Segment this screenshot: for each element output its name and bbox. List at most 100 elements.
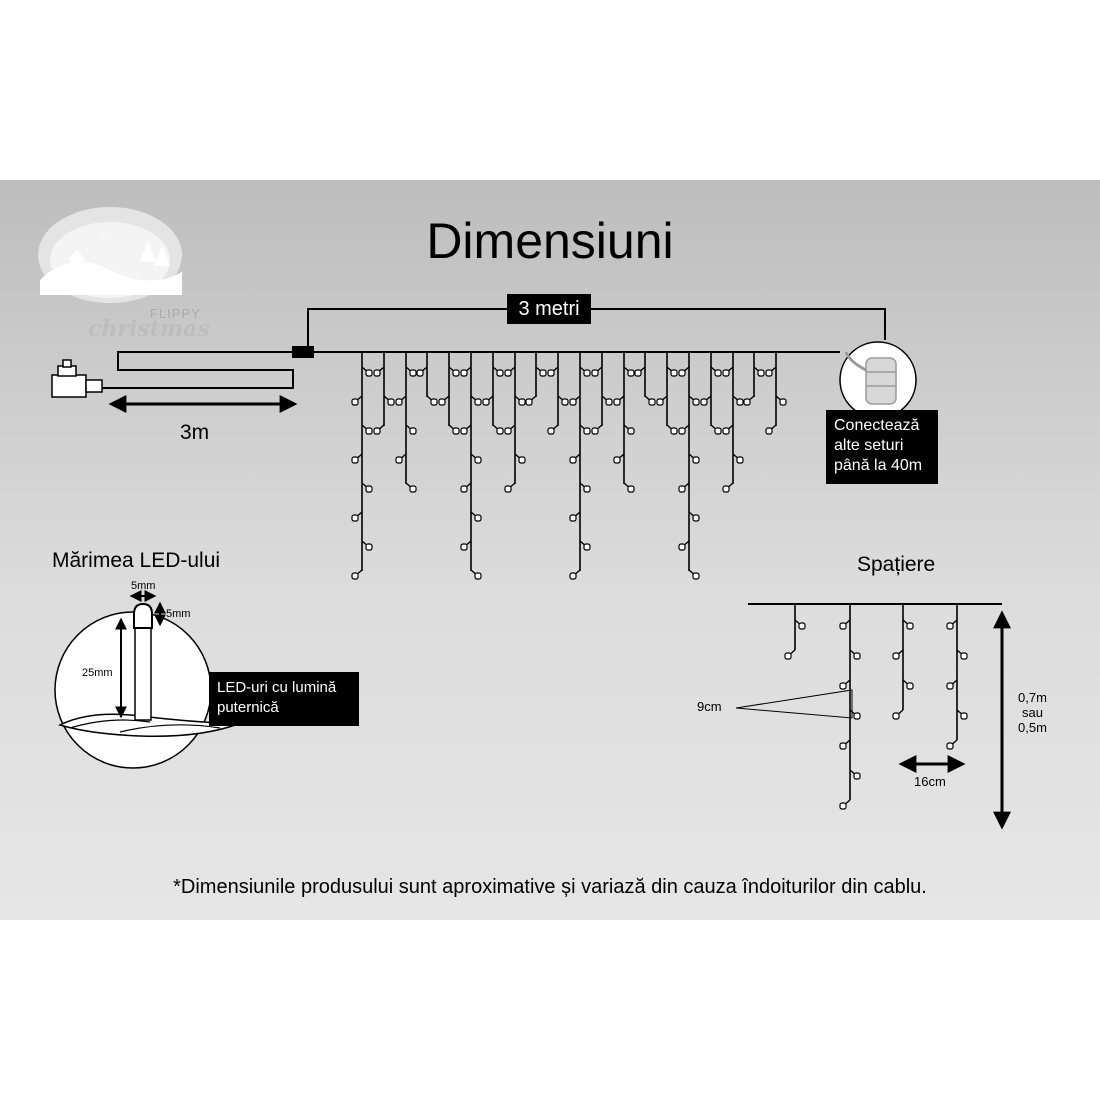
cable-connector bbox=[292, 346, 314, 358]
curtain-length-label: 3 metri bbox=[507, 294, 591, 324]
spacing-title: Spațiere bbox=[857, 553, 936, 576]
led-bulb bbox=[452, 427, 460, 435]
led-bulb bbox=[648, 398, 656, 406]
led-length-label: 25mm bbox=[82, 667, 113, 679]
led-bulb bbox=[474, 514, 482, 522]
led-bulb bbox=[743, 398, 751, 406]
led-bulb bbox=[736, 456, 744, 464]
led-bulb bbox=[722, 485, 730, 493]
led-bulb bbox=[460, 369, 468, 377]
led-bulb bbox=[853, 712, 861, 720]
logo-brand-top: FLIPPY bbox=[150, 306, 201, 321]
led-bulb bbox=[656, 398, 664, 406]
led-bulb bbox=[839, 742, 847, 750]
led-bulb bbox=[482, 398, 490, 406]
spacing-detail bbox=[735, 603, 1011, 830]
connector-note-line: alte seturi bbox=[834, 437, 904, 454]
led-bulb bbox=[351, 398, 359, 406]
logo-brand-bottom: christmas bbox=[88, 316, 210, 340]
led-bulb bbox=[351, 456, 359, 464]
led-bulb bbox=[561, 398, 569, 406]
led-width-label: 5mm bbox=[131, 580, 156, 592]
led-bulb bbox=[946, 622, 954, 630]
led-bulb bbox=[518, 456, 526, 464]
led-bulb bbox=[547, 427, 555, 435]
led-size-title: Mărimea LED-ului bbox=[52, 549, 221, 572]
led-bulb bbox=[670, 427, 678, 435]
led-bulb bbox=[892, 652, 900, 660]
led-bulb bbox=[569, 456, 577, 464]
led-bulb bbox=[409, 485, 417, 493]
led-bulb bbox=[365, 427, 373, 435]
led-bulb bbox=[504, 369, 512, 377]
led-bulb bbox=[839, 682, 847, 690]
led-note-line: LED-uri cu lumină bbox=[217, 679, 337, 696]
led-bulb bbox=[678, 369, 686, 377]
led-bulb bbox=[387, 398, 395, 406]
flippy-christmas-logo: ☾ FLIPPY christmas bbox=[38, 207, 210, 340]
led-bulb bbox=[839, 622, 847, 630]
connector-note: Conectează alte seturi până la 40m bbox=[826, 410, 938, 484]
horizontal-spacing-label: 16cm bbox=[914, 774, 946, 789]
connector-note-line: până la 40m bbox=[834, 457, 923, 474]
led-bulb bbox=[351, 572, 359, 580]
led-bulb bbox=[906, 622, 914, 630]
led-bulb bbox=[569, 572, 577, 580]
led-bulb bbox=[416, 369, 424, 377]
led-bulb bbox=[365, 543, 373, 551]
footnote: *Dimensiunile produsului sunt aproximati… bbox=[173, 876, 927, 898]
vertical-spacing-label: 9cm bbox=[697, 699, 722, 714]
led-bulb bbox=[460, 485, 468, 493]
led-bulb bbox=[853, 772, 861, 780]
led-bulb bbox=[765, 369, 773, 377]
led-bulb bbox=[722, 369, 730, 377]
led-bulb bbox=[627, 485, 635, 493]
led-bulb bbox=[569, 514, 577, 522]
end-connector-icon bbox=[839, 341, 917, 419]
led-bulb bbox=[678, 485, 686, 493]
led-note: LED-uri cu lumină puternică bbox=[209, 672, 359, 726]
lead-cable bbox=[100, 351, 296, 389]
led-bulb bbox=[692, 572, 700, 580]
led-detail bbox=[54, 590, 239, 769]
height-label: 0,7m sau 0,5m bbox=[1018, 690, 1047, 735]
led-bulb bbox=[700, 398, 708, 406]
height-label-line: 0,7m bbox=[1018, 690, 1047, 705]
led-bulb bbox=[757, 369, 765, 377]
led-bulb bbox=[892, 712, 900, 720]
led-bulb bbox=[504, 485, 512, 493]
led-bulb bbox=[452, 369, 460, 377]
led-bulb bbox=[591, 369, 599, 377]
led-bulb bbox=[722, 427, 730, 435]
led-bulb bbox=[627, 369, 635, 377]
page-title: Dimensiuni bbox=[426, 213, 674, 269]
led-bulb bbox=[365, 369, 373, 377]
led-bulb bbox=[670, 369, 678, 377]
led-bulb bbox=[430, 398, 438, 406]
led-bulb bbox=[460, 543, 468, 551]
led-bulb bbox=[736, 398, 744, 406]
led-bulb bbox=[474, 398, 482, 406]
led-bulb bbox=[583, 485, 591, 493]
led-bulb bbox=[678, 543, 686, 551]
led-bulb bbox=[496, 369, 504, 377]
led-bulb bbox=[714, 427, 722, 435]
led-height-label: 5mm bbox=[166, 608, 191, 620]
lead-cable-label: 3m bbox=[180, 421, 210, 444]
led-bulb bbox=[765, 427, 773, 435]
led-bulb bbox=[692, 456, 700, 464]
led-bulb bbox=[525, 398, 533, 406]
connector-note-line: Conectează bbox=[834, 417, 920, 434]
led-bulb bbox=[613, 456, 621, 464]
led-bulb bbox=[627, 427, 635, 435]
led-bulb bbox=[853, 652, 861, 660]
led-bulb bbox=[839, 802, 847, 810]
led-bulb bbox=[373, 369, 381, 377]
height-label-line: 0,5m bbox=[1018, 720, 1047, 735]
led-bulb bbox=[692, 398, 700, 406]
led-bulb bbox=[613, 398, 621, 406]
led-bulb bbox=[409, 369, 417, 377]
led-bulb bbox=[365, 485, 373, 493]
led-bulb bbox=[906, 682, 914, 690]
